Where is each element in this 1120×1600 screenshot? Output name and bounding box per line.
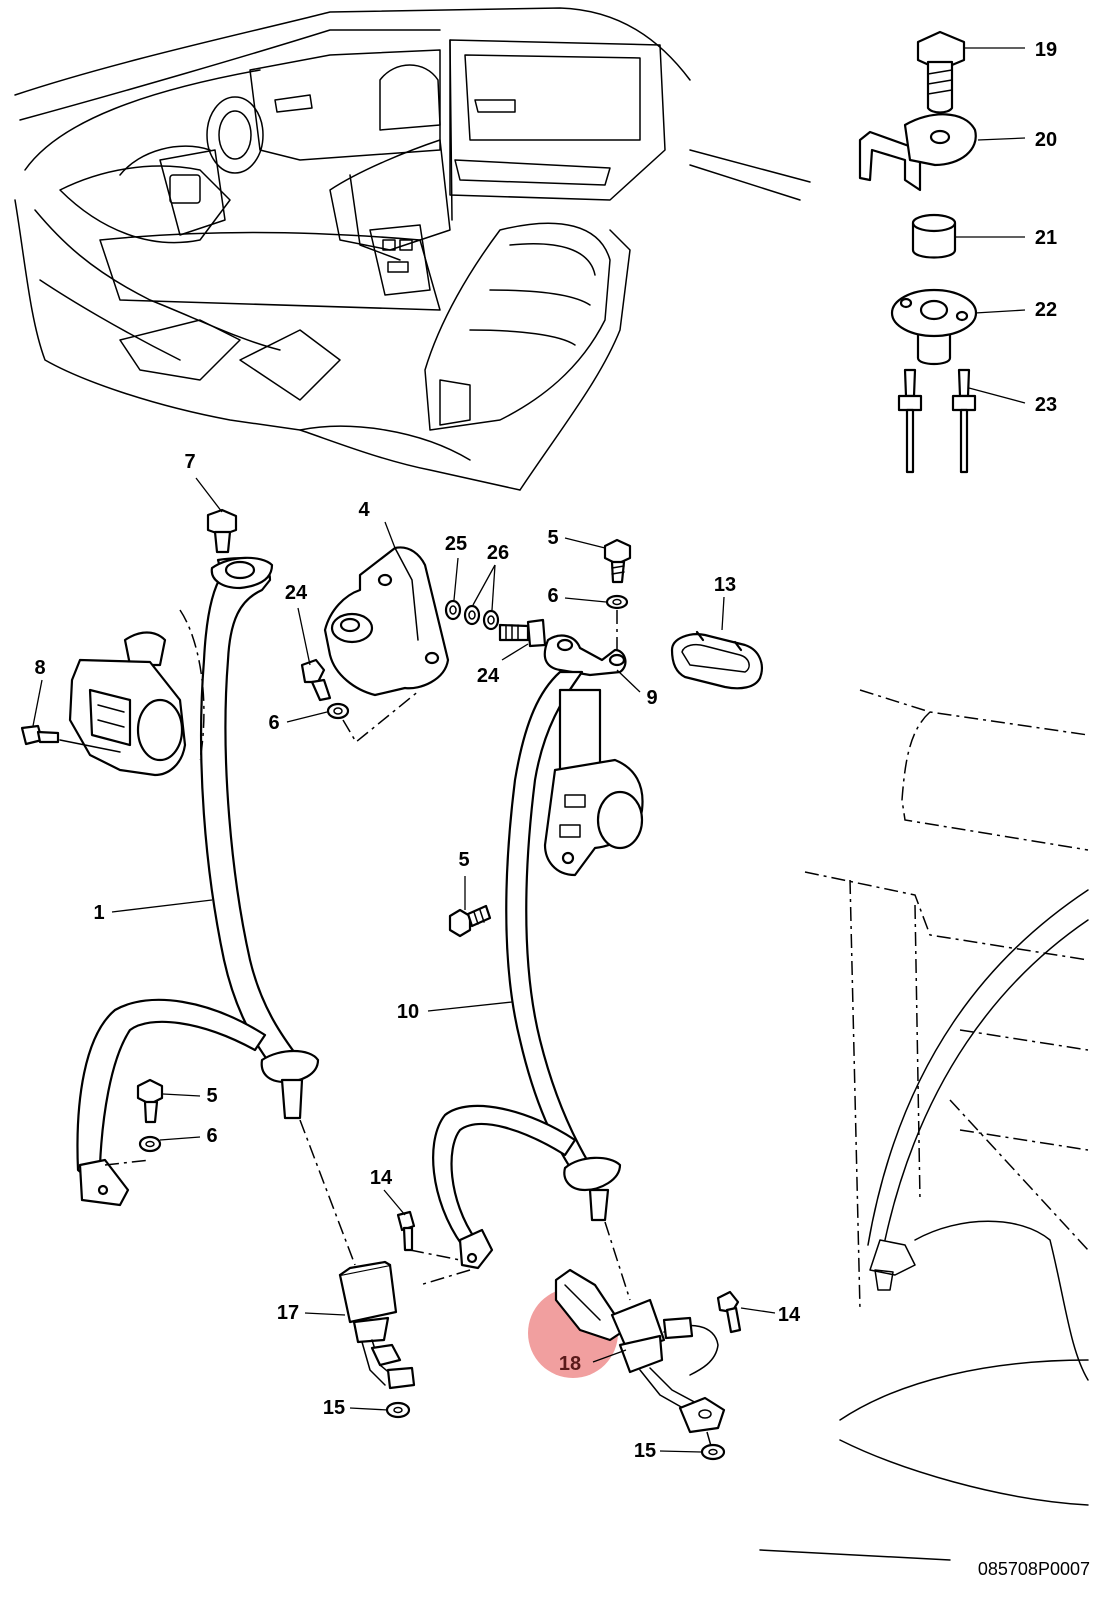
bolt-7 <box>206 508 238 554</box>
retractor-8 <box>20 609 205 777</box>
rivets-23 <box>897 368 977 474</box>
drawing-reference-number: 085708P0007 <box>977 1559 1090 1579</box>
callout-5-middle: 5 <box>458 849 470 871</box>
callout-17: 17 <box>276 1302 300 1324</box>
callout-15-rear: 15 <box>633 1440 657 1462</box>
callout-10: 10 <box>396 1001 420 1023</box>
anchor-plate-14-front <box>396 1210 461 1261</box>
callout-22: 22 <box>1034 299 1058 321</box>
clip-nut-20 <box>858 113 977 192</box>
rear-seat-outline <box>759 689 1089 1561</box>
spacer-21 <box>911 213 957 259</box>
bracket-4 <box>323 546 450 697</box>
callout-20: 20 <box>1034 129 1058 151</box>
car-interior-illustration <box>14 7 811 491</box>
callout-6-left: 6 <box>268 712 280 734</box>
bolt-5-middle <box>448 904 492 938</box>
callout-6-upper: 6 <box>547 585 559 607</box>
callout-19: 19 <box>1034 39 1058 61</box>
callout-9: 9 <box>646 687 658 709</box>
callout-18[interactable]: 18 <box>558 1353 582 1375</box>
buckle-18 <box>554 1268 726 1434</box>
callout-21: 21 <box>1034 227 1058 249</box>
seat-belt-10 <box>419 634 644 1301</box>
bolt-5-lower <box>136 1078 164 1153</box>
bolt-24-left <box>300 658 421 744</box>
washers-15 <box>385 1401 726 1461</box>
seat-belt-1 <box>76 556 320 1207</box>
bolt-14-rear <box>716 1290 742 1334</box>
bolt-24-bracket <box>498 618 547 648</box>
leader-lines <box>32 47 1026 1453</box>
callout-6-lower: 6 <box>206 1125 218 1147</box>
washers-25-26 <box>444 599 500 631</box>
callout-25: 25 <box>444 533 468 555</box>
callout-5-lower: 5 <box>206 1085 218 1107</box>
callout-8: 8 <box>34 657 46 679</box>
callout-13: 13 <box>713 574 737 596</box>
callout-7: 7 <box>184 451 196 473</box>
callout-15-front: 15 <box>322 1397 346 1419</box>
callout-14-rear: 14 <box>777 1304 801 1326</box>
callout-24-left: 24 <box>284 582 308 604</box>
callout-26: 26 <box>486 542 510 564</box>
callout-4: 4 <box>358 499 370 521</box>
flange-nut-22 <box>890 288 978 366</box>
bolt-19 <box>916 30 966 114</box>
clip-13 <box>670 630 763 690</box>
bolt-5-upper <box>603 538 632 650</box>
buckle-17 <box>299 1119 416 1390</box>
callout-23: 23 <box>1034 394 1058 416</box>
callout-1: 1 <box>93 902 105 924</box>
callout-24-bracket: 24 <box>476 665 500 687</box>
callout-5-upper: 5 <box>547 527 559 549</box>
callout-14-front: 14 <box>369 1167 393 1189</box>
